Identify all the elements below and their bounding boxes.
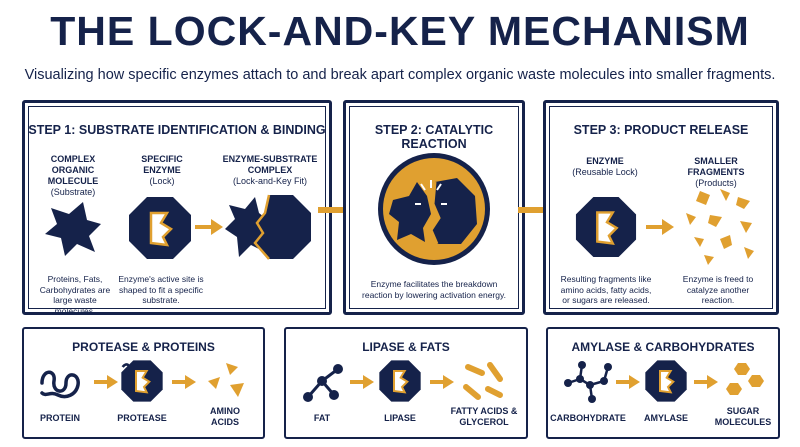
arrow-icon: [94, 375, 118, 389]
protease-enzyme-icon: [121, 360, 163, 402]
fatty-acids-icon: [463, 362, 503, 400]
fat-molecule-icon: [303, 364, 343, 402]
complex-label: ENZYME-SUBSTRATE COMPLEX(Lock-and-Key Fi…: [222, 154, 318, 186]
protein-label: PROTEIN: [39, 413, 80, 423]
fat-label: FAT: [313, 413, 331, 423]
arrow-icon: [195, 219, 223, 235]
sugar-molecules-label: SUGAR MOLECULES: [714, 406, 772, 427]
enzyme-description: Enzyme's active site is shaped to fit a …: [118, 274, 204, 305]
lipase-title: LIPASE & FATS: [362, 340, 450, 354]
sugar-molecules-icon: [726, 363, 764, 395]
enzyme-freed-description: Enzyme is freed to catalyze another reac…: [682, 274, 754, 305]
amylase-label: AMYLASE: [643, 413, 688, 423]
lipase-label: LIPASE: [384, 413, 416, 423]
amylase-enzyme-icon: [645, 360, 687, 402]
page-subtitle: Visualizing how specific enzymes attach …: [24, 67, 776, 83]
step2-title: STEP 2: CATALYTIC REACTION: [374, 123, 494, 151]
molecule-description: Proteins, Fats, Carbohydrates are large …: [39, 274, 111, 316]
protease-label: PROTEASE: [117, 413, 167, 423]
step2-panel: STEP 2: CATALYTIC REACTION Enzyme facili…: [343, 100, 525, 315]
carbohydrate-chain-icon: [564, 361, 612, 403]
released-enzyme-icon: [575, 196, 637, 258]
arrow-icon: [646, 219, 674, 235]
enzyme-lock-icon: [129, 197, 191, 259]
fatty-acids-label: FATTY ACIDS & GLYCEROL: [450, 406, 518, 427]
amylase-example-panel: AMYLASE & CARBOHYDRATES CARBOHYDRATE AMY…: [546, 327, 780, 439]
amylase-title: AMYLASE & CARBOHYDRATES: [571, 340, 755, 354]
molecule-label: COMPLEX ORGANIC MOLECULE(Substrate): [47, 154, 99, 197]
protease-example-panel: PROTEASE & PROTEINS PROTEIN PROTEASE AMI…: [22, 327, 265, 439]
amino-acids-icon: [208, 363, 244, 397]
product-fragments-icon: [686, 189, 754, 265]
step1-panel: STEP 1: SUBSTRATE IDENTIFICATION & BINDI…: [22, 100, 332, 316]
arrow-icon: [694, 375, 718, 389]
amino-acids-label: AMINO ACIDS: [210, 406, 240, 427]
fragments-description: Resulting fragments like amino acids, fa…: [560, 274, 652, 305]
arrow-icon: [350, 375, 374, 389]
lipase-example-panel: LIPASE & FATS FAT LIPASE FATTY ACIDS & G…: [284, 327, 528, 439]
arrow-icon: [616, 375, 640, 389]
arrow-icon: [430, 375, 454, 389]
page-title: THE LOCK-AND-KEY MECHANISM: [50, 8, 750, 54]
step1-title: STEP 1: SUBSTRATE IDENTIFICATION & BINDI…: [28, 123, 326, 137]
substrate-molecule-icon: [45, 202, 101, 256]
protease-title: PROTEASE & PROTEINS: [72, 340, 215, 354]
step2-description: Enzyme facilitates the breakdown reactio…: [362, 279, 506, 300]
released-enzyme-label: ENZYME(Reusable Lock): [572, 156, 638, 177]
arrow-icon: [172, 375, 196, 389]
lipase-enzyme-icon: [379, 360, 421, 402]
protein-chain-icon: [40, 370, 80, 399]
fragments-label: SMALLER FRAGMENTS(Products): [687, 156, 745, 188]
enzyme-substrate-complex-icon: [225, 194, 311, 260]
step3-title: STEP 3: PRODUCT RELEASE: [573, 123, 749, 137]
catalytic-reaction-icon: [378, 153, 490, 265]
enzyme-label: SPECIFIC ENZYME(Lock): [141, 154, 183, 186]
step3-panel: STEP 3: PRODUCT RELEASE ENZYME(Reusable …: [543, 100, 779, 315]
carbohydrate-label: CARBOHYDRATE: [550, 413, 626, 423]
